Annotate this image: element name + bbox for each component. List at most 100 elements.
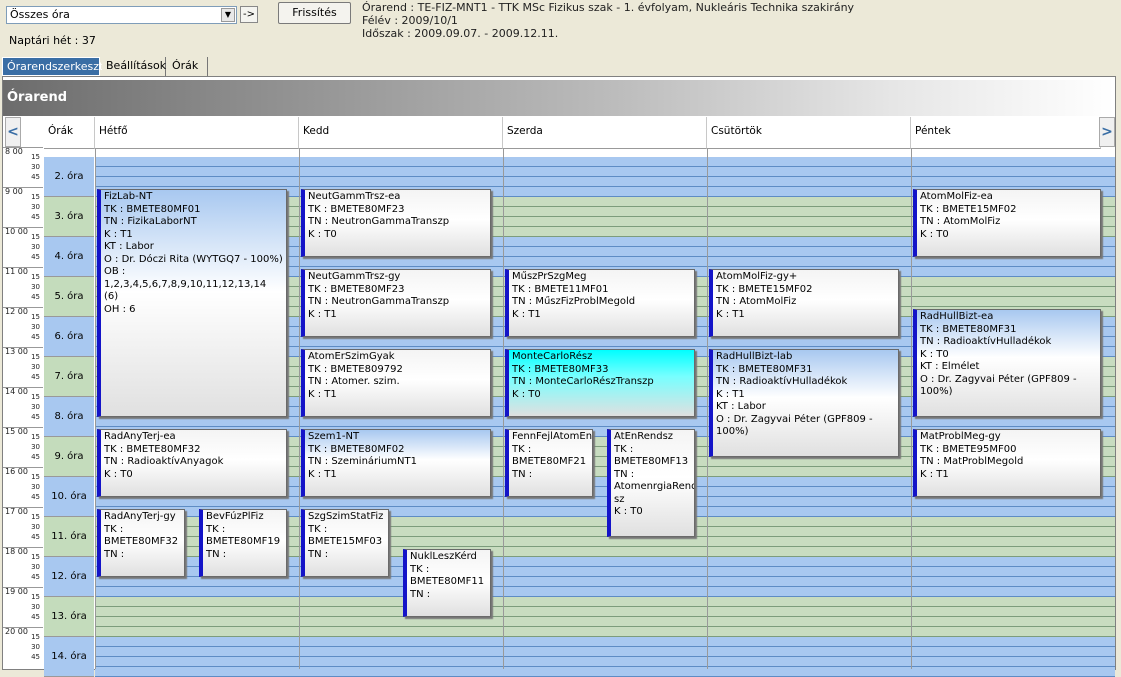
hour-marker-line (3, 627, 43, 628)
hour-marker-line (3, 307, 43, 308)
quarter-tick-label: 30 (31, 203, 40, 211)
tab-orarendszerkeszto[interactable]: Órarendszerkeszto (2, 57, 110, 76)
course-event-title: AtEnRendsz (614, 431, 674, 442)
quarter-tick-label: 15 (31, 593, 40, 601)
quarter-tick-label: 30 (31, 603, 40, 611)
course-event-detail: TN : MatProblMegold (920, 456, 1024, 467)
course-event-detail: KT : Labor (716, 401, 766, 412)
course-event-title: NuklLeszKérd (410, 551, 477, 562)
course-event-detail: BMETE80MF21 (512, 456, 587, 467)
quarter-tick-label: 45 (31, 293, 40, 301)
course-event-detail: TK : (104, 523, 124, 535)
quarter-tick-label: 30 (31, 163, 40, 171)
course-event-detail: TK : BMETE809792 (308, 363, 403, 375)
quarter-tick-label: 45 (31, 653, 40, 661)
course-event-detail: KT : Labor (104, 241, 154, 252)
course-event-detail: K : T1 (512, 308, 541, 320)
course-event-detail: K : T0 (512, 388, 541, 400)
course-event-title: BevFúzPlFiz (206, 511, 264, 522)
quarter-tick-label: 15 (31, 513, 40, 521)
hour-label: 10 00 (5, 227, 28, 236)
course-event-title: MonteCarloRész (512, 351, 593, 362)
course-event-detail: TN : (512, 468, 533, 480)
quarter-tick-label: 30 (31, 403, 40, 411)
course-event-detail: K : T1 (104, 228, 133, 240)
calendar-week-label: Naptári hét : 37 (9, 34, 96, 47)
schedule-info-name: Órarend : TE-FIZ-MNT1 - TTK MSc Fizikus … (362, 1, 855, 14)
prev-week-button[interactable]: < (5, 117, 21, 147)
course-event-detail: K : T1 (308, 468, 337, 480)
course-event-detail: TK : BMETE80MF31 (920, 323, 1017, 335)
quarter-tick-label: 45 (31, 453, 40, 461)
quarter-tick-label: 15 (31, 233, 40, 241)
tab-beallitasok[interactable]: Beállítások (102, 57, 166, 76)
course-event-detail: BMETE80MF11 (410, 576, 485, 587)
course-event-detail: TK : (410, 563, 430, 575)
quarter-tick-label: 15 (31, 193, 40, 201)
slot-band (95, 597, 1115, 637)
hour-marker-line (3, 387, 43, 388)
schedule-select-value: Összes óra (10, 8, 70, 21)
course-event-title: FennFejlAtomEn (512, 431, 593, 442)
quarter-tick-label: 45 (31, 493, 40, 501)
course-event-detail: TN : NeutronGammaTranszp (308, 216, 450, 227)
quarter-tick-label: 45 (31, 333, 40, 341)
schedule-select[interactable]: Összes óra ▼ (6, 6, 237, 24)
go-button[interactable]: -> (240, 6, 258, 23)
tab-orak[interactable]: Órák (168, 57, 208, 76)
quarter-tick-label: 45 (31, 573, 40, 581)
course-event-title: FizLab-NT (104, 191, 153, 202)
header-ora: Órák (44, 117, 95, 149)
next-week-button[interactable]: > (1099, 117, 1115, 147)
day-separator (503, 149, 504, 669)
course-event-title: NeutGammTrsz-gy (308, 271, 401, 282)
course-event-detail: TK : BMETE95MF00 (920, 443, 1017, 455)
dropdown-arrow-icon[interactable]: ▼ (221, 8, 235, 22)
slot-band (95, 637, 1115, 677)
hour-label: 16 00 (5, 467, 28, 476)
course-event-detail: K : T0 (920, 348, 949, 360)
course-event-detail: TK : BMETE80MF23 (308, 283, 405, 295)
quarter-tick-label: 45 (31, 373, 40, 381)
course-event-detail: K : T0 (104, 468, 133, 480)
course-event-detail: TK : (512, 443, 532, 455)
course-event-detail: TK : BMETE80MF02 (308, 443, 405, 455)
course-event-detail: BMETE15MF03 (308, 536, 383, 547)
hour-marker-line (3, 187, 43, 188)
hour-marker-line (3, 507, 43, 508)
timetable-grid: < Órák Hétfő Kedd Szerda Csütörtök Pénte… (3, 117, 1115, 677)
quarter-tick-label: 15 (31, 393, 40, 401)
course-event-detail: BMETE80MF32 (104, 536, 179, 547)
course-event-detail: TN : AtomMolFiz (920, 216, 1001, 227)
quarter-tick-label: 15 (31, 273, 40, 281)
course-event-detail: TN : RadioaktívAnyagok (104, 456, 224, 467)
quarter-tick-label: 15 (31, 633, 40, 641)
hour-marker-line (3, 227, 43, 228)
course-event-detail: TK : (206, 523, 226, 535)
course-event-detail: TK : (614, 443, 634, 455)
course-event-detail: BMETE80MF19 (206, 536, 281, 547)
course-event-title: RadAnyTerj-ea (104, 431, 176, 442)
refresh-button[interactable]: Frissítés (278, 2, 351, 24)
quarter-tick-label: 30 (31, 563, 40, 571)
course-event-title: Szem1-NT (308, 431, 360, 442)
